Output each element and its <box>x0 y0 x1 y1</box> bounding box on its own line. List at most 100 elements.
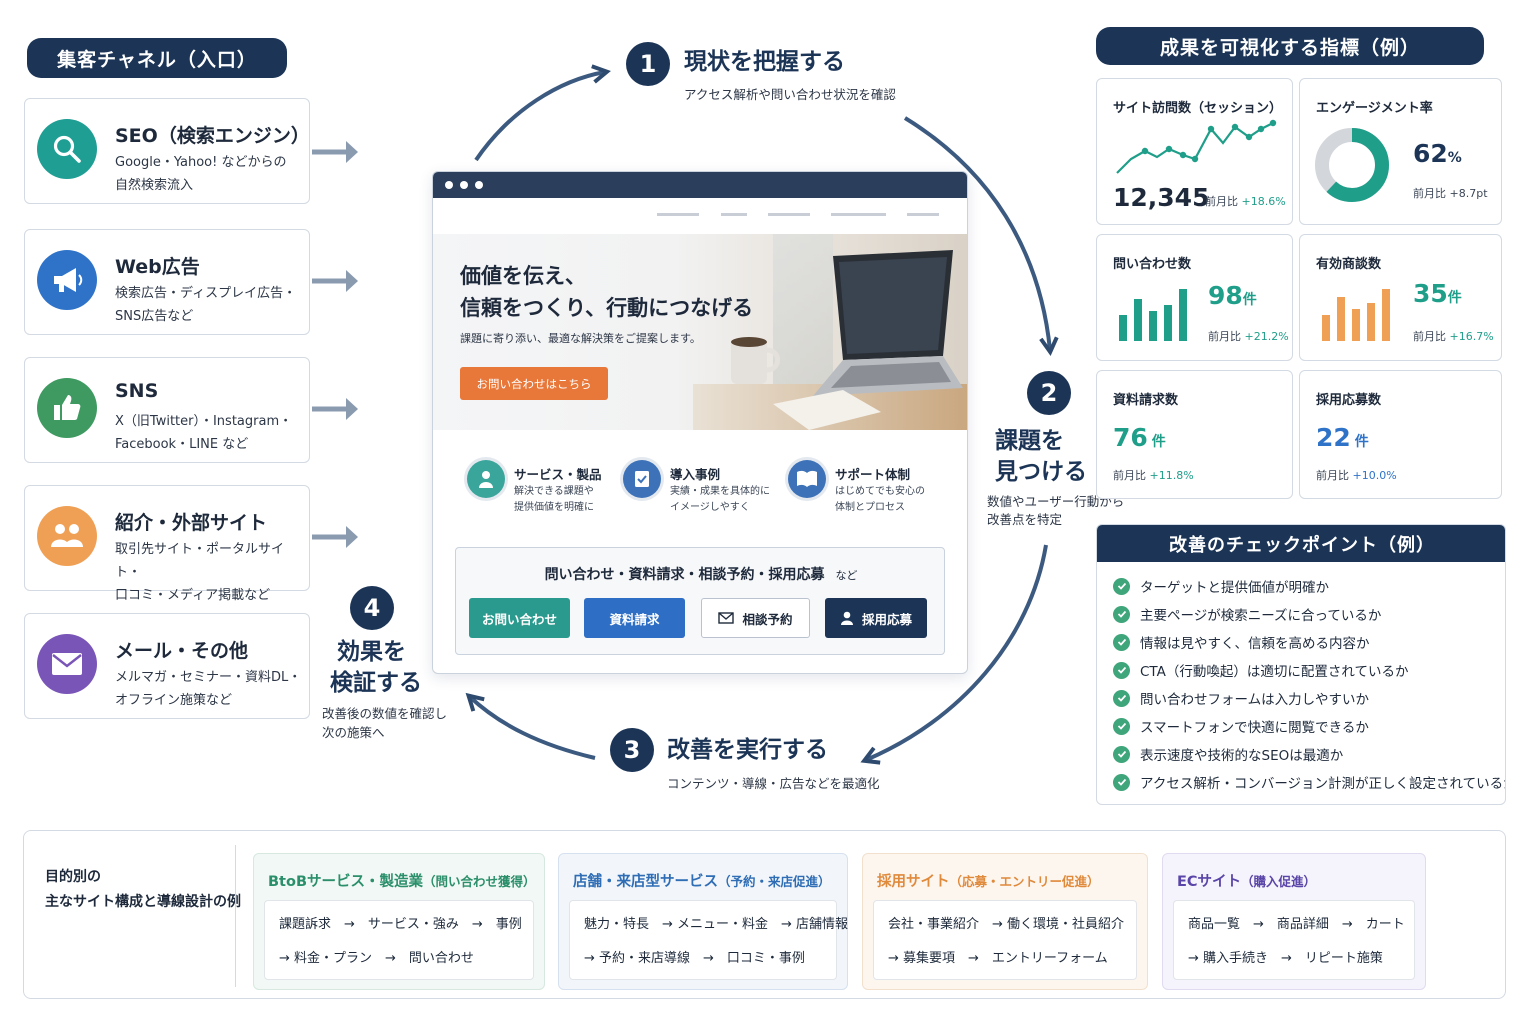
feature-desc-line1: はじめてでも安心の <box>835 486 925 497</box>
metric-label: 資料請求数 <box>1113 393 1179 408</box>
cta-heading-suffix: など <box>835 569 858 582</box>
purpose-flow-line2: → 料金・プラン → 問い合わせ <box>279 951 474 966</box>
purpose-title-main: 店舗・来店型サービス <box>573 874 718 890</box>
step3-desc: コンテンツ・導線・広告などを最適化 <box>667 776 880 791</box>
channel-card: SEO（検索エンジン） Google・Yahoo! などからの自然検索流入 <box>24 98 310 204</box>
step1-desc: アクセス解析や問い合わせ状況を確認 <box>684 87 896 102</box>
checklist-item-text: CTA（行動喚起）は適切に配置されているか <box>1140 664 1409 680</box>
arrow-step3-to-4 <box>465 692 596 760</box>
metric-change: 前月比 +18.6% <box>1205 193 1286 209</box>
check-icon <box>1113 773 1130 791</box>
metric-value: 12,345 <box>1113 183 1210 212</box>
check-icon <box>1113 689 1130 707</box>
purpose-card: BtoBサービス・製造業（問い合わせ獲得）課題訴求 → サービス・強み → 事例… <box>253 853 545 990</box>
purpose-title-main: BtoBサービス・製造業 <box>268 874 423 890</box>
checklist-item-text: 表示速度や技術的なSEOは最適か <box>1140 748 1344 764</box>
change-value: +21.2% <box>1244 330 1289 343</box>
check-icon <box>1113 745 1130 763</box>
cmp-label: 前月比 <box>1208 330 1241 343</box>
channel-desc: 検索広告・ディスプレイ広告・SNS広告など <box>115 282 305 328</box>
purpose-title-main: 採用サイト <box>877 874 950 890</box>
purpose-flow-line1: 商品一覧 → 商品詳細 → カート <box>1188 917 1405 932</box>
channel-card: Web広告検索広告・ディスプレイ広告・SNS広告など <box>24 229 310 335</box>
channel-desc-line2: オフライン施策など <box>115 693 233 708</box>
purpose-flow-line1: 会社・事業紹介 → 働く環境・社員紹介 <box>888 917 1125 932</box>
laptop-illustration <box>813 250 963 396</box>
purpose-flow: 会社・事業紹介 → 働く環境・社員紹介→ 募集要項 → エントリーフォーム <box>873 900 1137 980</box>
purpose-title: ECサイト（購入促進） <box>1177 870 1316 891</box>
checklist-item: 問い合わせフォームは入力しやすいか <box>1113 688 1369 708</box>
metric-change: 前月比 +16.7% <box>1413 328 1494 344</box>
step2-title-line1: 課題を <box>995 428 1064 454</box>
check-icon <box>1113 717 1130 735</box>
change-value: +11.8% <box>1149 469 1194 482</box>
inquiries-bar-chart <box>1119 289 1187 341</box>
consult-booking-button[interactable]: 相談予約 <box>701 598 810 638</box>
cmp-label: 前月比 <box>1413 187 1446 200</box>
channel-title: SEO（検索エンジン） <box>115 125 310 147</box>
sessions-line-chart <box>1116 119 1277 174</box>
browser-title-bar <box>433 172 967 198</box>
metric-value: 35件 <box>1413 279 1462 308</box>
channel-desc-line2: SNS広告など <box>115 309 194 324</box>
step3-title: 改善を実行する <box>667 737 828 763</box>
people-icon <box>37 506 97 566</box>
metric-label: 採用応募数 <box>1316 393 1382 408</box>
apply-job-button[interactable]: 採用応募 <box>825 598 927 638</box>
step2-number: 2 <box>1027 371 1071 415</box>
channel-title: 紹介・外部サイト <box>115 512 268 534</box>
purpose-title-sub: （応募・エントリー促進） <box>949 874 1100 889</box>
cmp-label: 前月比 <box>1316 469 1349 482</box>
channel-title: メール・その他 <box>115 640 249 662</box>
channel-title: SNS <box>115 380 159 402</box>
search-icon <box>37 119 97 179</box>
checklist-item: 情報は見やすく、信頼を高める内容か <box>1113 632 1370 652</box>
request-docs-button[interactable]: 資料請求 <box>584 598 685 638</box>
right-arrow-icon <box>312 270 358 292</box>
channel-desc-line1: メルマガ・セミナー・資料DL・ <box>115 670 302 685</box>
purpose-flow-line1: 魅力・特長 → メニュー・料金 → 店舗情報 <box>584 917 849 932</box>
feature-desc-line1: 解決できる課題や <box>514 486 594 497</box>
applicants-value: 22 <box>1316 423 1351 452</box>
channel-card: メール・その他メルマガ・セミナー・資料DL・オフライン施策など <box>24 613 310 719</box>
channel-desc: Google・Yahoo! などからの自然検索流入 <box>115 151 305 197</box>
checklist-item: 主要ページが検索ニーズに合っているか <box>1113 604 1381 624</box>
inquiries-unit: 件 <box>1242 292 1257 308</box>
apply-job-label: 採用応募 <box>861 611 912 627</box>
purpose-card: 採用サイト（応募・エントリー促進） 会社・事業紹介 → 働く環境・社員紹介→ 募集… <box>862 853 1148 990</box>
arrow-step2-to-3 <box>860 544 1048 765</box>
change-value: +10.0% <box>1352 469 1397 482</box>
step1-number: 1 <box>626 42 670 86</box>
purpose-title-sub: （予約・来店促進） <box>718 874 831 889</box>
metric-label: サイト訪問数（セッション） <box>1113 101 1283 116</box>
purpose-flow: 魅力・特長 → メニュー・料金 → 店舗情報→ 予約・来店導線 → 口コミ・事例 <box>569 900 848 980</box>
channel-desc: 取引先サイト・ポータルサイト・口コミ・メディア掲載など <box>115 538 305 607</box>
notebook-illustration <box>773 390 881 430</box>
checklist-item: スマートフォンで快適に閲覧できるか <box>1113 716 1369 736</box>
checklist-item-text: アクセス解析・コンバージョン計測が正しく設定されているか <box>1140 776 1506 792</box>
person-icon <box>467 460 505 498</box>
right-arrow-icon <box>312 398 358 420</box>
hero-contact-button[interactable]: お問い合わせはこちら <box>460 367 608 400</box>
book-icon <box>788 460 826 498</box>
metric-change: 前月比 +21.2% <box>1208 328 1289 344</box>
purpose-label-line1: 目的別の <box>45 869 101 885</box>
cmp-label: 前月比 <box>1113 469 1146 482</box>
check-icon <box>1113 605 1130 623</box>
engagement-donut <box>1315 128 1389 202</box>
channel-desc-line1: 取引先サイト・ポータルサイト・ <box>115 542 285 580</box>
divider <box>235 845 236 987</box>
purpose-card: 店舗・来店型サービス（予約・来店促進） 魅力・特長 → メニュー・料金 → 店舗情… <box>558 853 848 990</box>
metric-change: 前月比 +8.7pt <box>1413 185 1488 201</box>
checklist-item-text: 主要ページが検索ニーズに合っているか <box>1140 608 1382 624</box>
metric-change: 前月比 +10.0% <box>1316 467 1397 483</box>
channel-desc-line2: 自然検索流入 <box>115 178 194 193</box>
contact-button[interactable]: お問い合わせ <box>469 598 570 638</box>
channel-desc: X（旧Twitter）・Instagram・Facebook・LINE など <box>115 410 305 456</box>
channels-title: 集客チャネル（入口） <box>27 38 287 78</box>
checklist-item: CTA（行動喚起）は適切に配置されているか <box>1113 660 1408 680</box>
step2-desc-line1: 数値やユーザー行動から <box>987 494 1125 509</box>
